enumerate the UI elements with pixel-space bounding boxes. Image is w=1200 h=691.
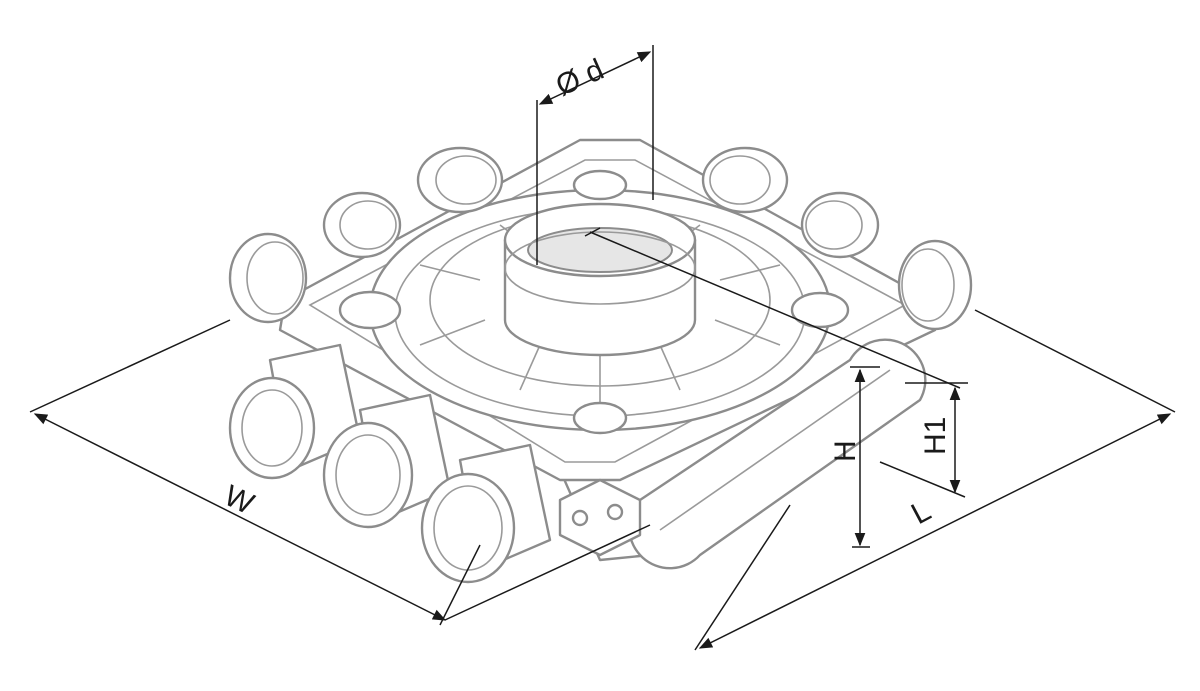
dimension-lines: [29, 45, 1176, 651]
height-label: H: [829, 440, 862, 462]
corner-hole-right: [790, 291, 850, 329]
spigot-back-left-1: [228, 232, 308, 324]
spigot-back-right-1: [701, 146, 789, 214]
spigot-back-right-2: [800, 191, 880, 259]
width-label: W: [219, 479, 259, 521]
bracket-screw-1: [571, 509, 589, 527]
length-label: L: [906, 494, 936, 531]
corner-hole-left: [338, 290, 402, 330]
spigot-back-left-2: [322, 191, 402, 259]
spigot-back-right-3: [897, 239, 973, 331]
bottom-bracket: [558, 478, 642, 557]
central-collar-band: [504, 231, 696, 305]
central-collar-opening: [527, 227, 673, 273]
bracket-screw-2: [606, 503, 624, 521]
corner-hole-back: [572, 169, 628, 201]
height1-label: H1: [919, 417, 952, 455]
corner-hole-front: [572, 401, 628, 435]
spigot-back-left-3: [416, 146, 504, 214]
